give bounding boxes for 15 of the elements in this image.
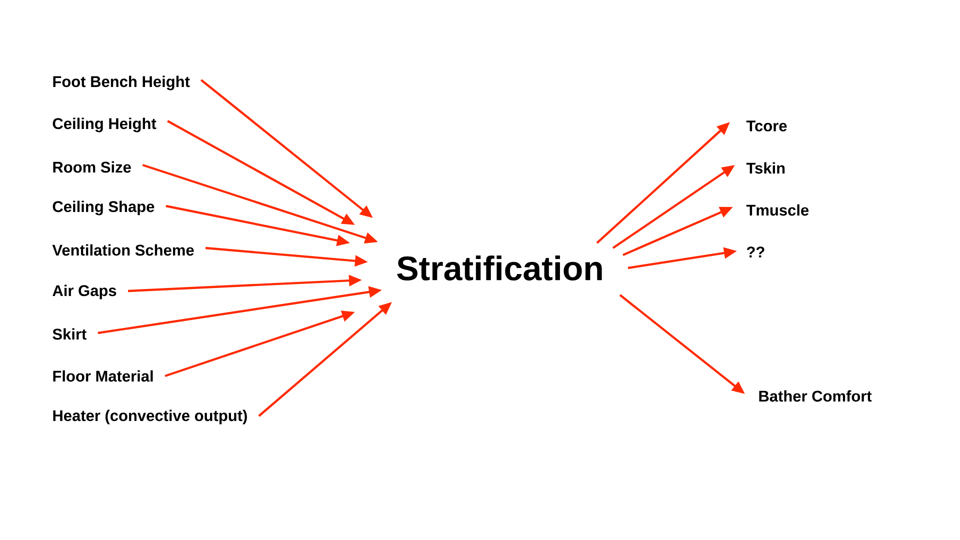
node-label: Room Size bbox=[53, 161, 131, 173]
node-label: Heater (convective output) bbox=[53, 410, 247, 424]
node-label: Skirt bbox=[52, 328, 86, 340]
node-label: Ceiling Shape bbox=[52, 200, 154, 216]
node-label: Air Gaps bbox=[52, 284, 116, 300]
node-label: ?? bbox=[746, 246, 764, 258]
node-label: Bather Comfort bbox=[759, 390, 872, 402]
node-label: Ventilation Scheme bbox=[52, 244, 194, 256]
node-label: Tmuscle bbox=[746, 204, 809, 216]
title-text: Stratification bbox=[397, 256, 602, 280]
node-label: Floor Material bbox=[53, 370, 153, 382]
node-label: Tcore bbox=[746, 120, 787, 132]
node-label: Foot Bench Height bbox=[53, 76, 190, 90]
node-label: Ceiling Height bbox=[52, 118, 156, 132]
node-label: Tskin bbox=[746, 162, 785, 174]
